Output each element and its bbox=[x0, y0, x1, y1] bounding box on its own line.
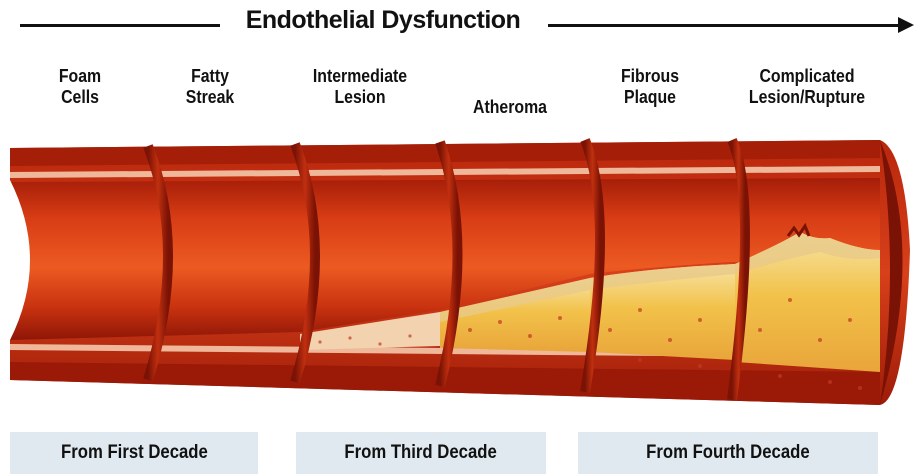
artery-illustration bbox=[0, 0, 918, 430]
decade-band-first: From First Decade bbox=[10, 432, 258, 474]
decade-band-fourth: From Fourth Decade bbox=[578, 432, 878, 474]
decade-band-third: From Third Decade bbox=[296, 432, 546, 474]
